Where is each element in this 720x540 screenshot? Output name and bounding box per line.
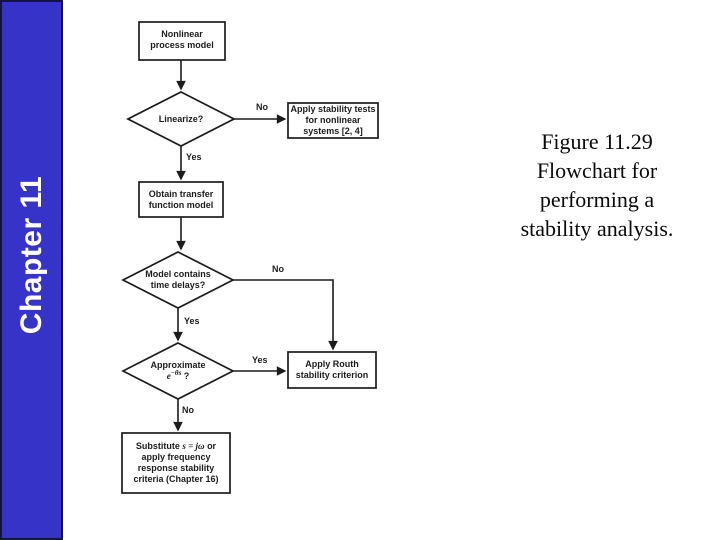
branch-label-yes-linearize: Yes — [186, 152, 202, 162]
box-nonlinear-shape — [138, 21, 226, 61]
box-apply-tests-shape — [287, 102, 379, 139]
branch-label-no-time-delays: No — [272, 264, 284, 274]
caption-line: performing a — [539, 187, 655, 212]
caption-line: Flowchart for — [536, 158, 658, 183]
diamond-approximate-label: Approximate e−θs ? — [150, 360, 206, 381]
box-transfer-label: Obtain transfer function model — [148, 189, 214, 210]
diamond-linearize-label: Linearize? — [158, 114, 204, 124]
box-substitute-label: Substitute s = jω or apply frequency res… — [133, 441, 219, 484]
chapter-sidebar: Chapter 11 — [0, 0, 63, 540]
box-routh-label: Apply Routh stability criterion — [295, 359, 369, 380]
box-nonlinear-label: Nonlinear process model — [150, 29, 214, 50]
caption-line: Figure 11.29 — [541, 129, 653, 154]
box-substitute-shape — [121, 432, 231, 494]
arrow-time-delays-no — [233, 279, 338, 351]
box-apply-tests-label: Apply stability tests for nonlinear syst… — [290, 104, 376, 136]
caption-line: stability analysis. — [520, 216, 674, 241]
figure-caption: Figure 11.29 Flowchart for performing a … — [492, 127, 702, 243]
diamond-time-delays-label: Model contains time delays? — [145, 269, 211, 290]
branch-label-no-approximate: No — [182, 405, 194, 415]
branch-label-yes-approximate: Yes — [252, 355, 268, 365]
box-routh-shape — [287, 351, 377, 389]
branch-label-yes-time-delays: Yes — [184, 316, 200, 326]
branch-label-no-linearize: No — [256, 102, 268, 112]
